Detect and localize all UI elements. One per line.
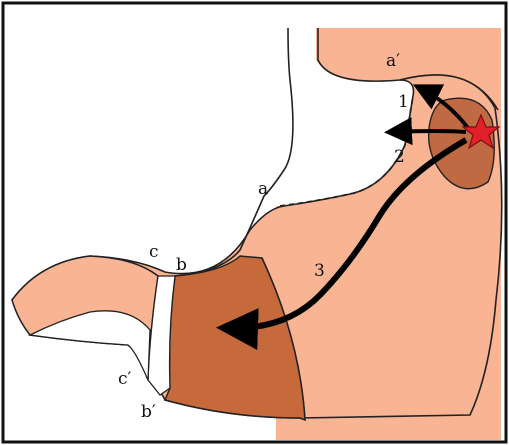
label-arrow-1: 1 [398,92,409,112]
label-c-prime: c′ [118,369,132,389]
label-arrow-3: 3 [314,261,325,281]
label-c: c [149,242,159,262]
label-a: a [258,179,268,199]
arrow-2 [392,131,466,132]
label-a-prime: a′ [386,51,400,71]
label-b-prime: b′ [141,402,156,422]
label-b: b [176,255,187,275]
label-arrow-2: 2 [394,147,405,167]
